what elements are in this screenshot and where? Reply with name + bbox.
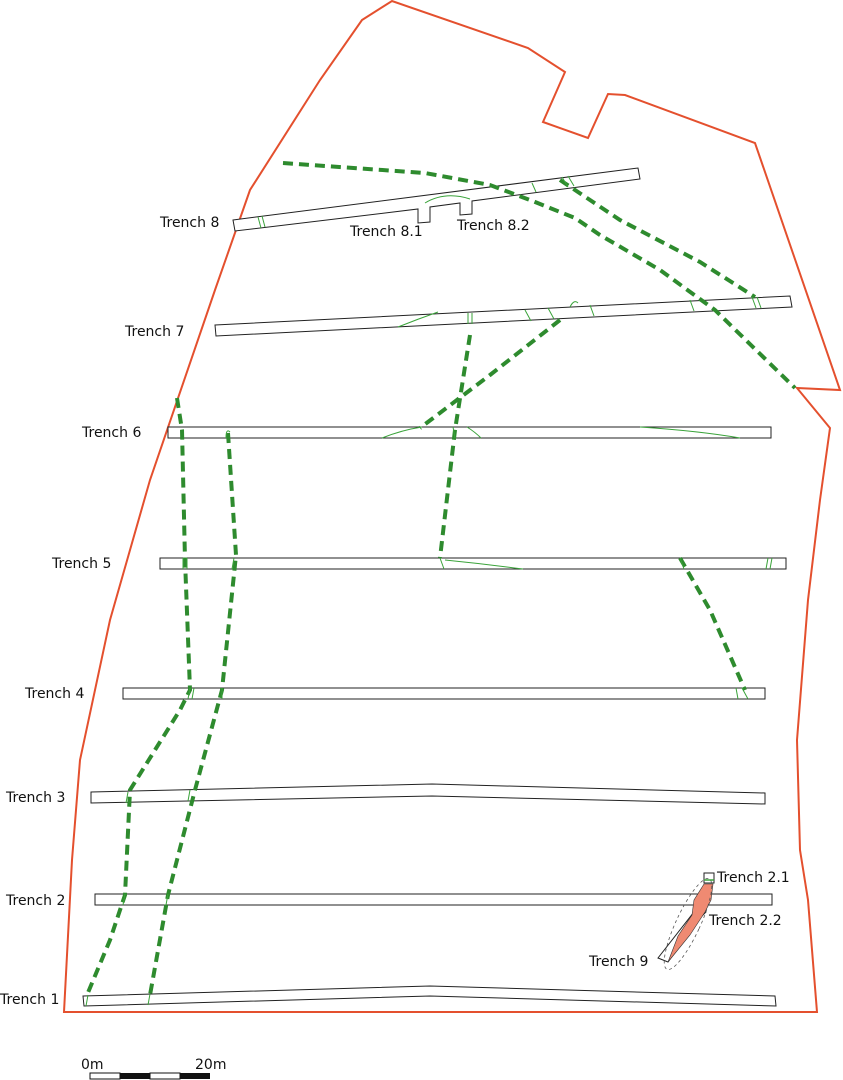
scale-bar: 0m 20m bbox=[81, 1057, 226, 1080]
trench-7 bbox=[214, 295, 793, 337]
label-trench-2-1: Trench 2.1 bbox=[716, 870, 790, 886]
trench-8 bbox=[232, 167, 641, 232]
label-trench-2-2: Trench 2.2 bbox=[708, 913, 782, 929]
label-trench-5: Trench 5 bbox=[51, 556, 111, 572]
scale-start: 0m bbox=[81, 1057, 104, 1073]
label-trench-2: Trench 2 bbox=[5, 893, 65, 909]
trench-6 bbox=[167, 426, 772, 439]
label-trench-8-1: Trench 8.1 bbox=[349, 224, 423, 240]
trench-1 bbox=[82, 985, 777, 1007]
label-trench-4: Trench 4 bbox=[24, 686, 84, 702]
trench-2-1 bbox=[703, 872, 715, 884]
ditch-sections bbox=[85, 175, 773, 1007]
label-trench-8: Trench 8 bbox=[159, 215, 219, 231]
site-boundary bbox=[62, 0, 842, 1013]
label-trench-7: Trench 7 bbox=[124, 324, 184, 340]
label-trench-8-2: Trench 8.2 bbox=[456, 218, 530, 234]
label-trench-1: Trench 1 bbox=[0, 992, 59, 1008]
trench-9-feature bbox=[667, 883, 714, 963]
trench-2 bbox=[94, 893, 773, 906]
trench-5 bbox=[159, 557, 787, 570]
trench-4 bbox=[122, 687, 766, 700]
label-trench-3: Trench 3 bbox=[5, 790, 65, 806]
trench-9-outline bbox=[663, 878, 713, 970]
label-trench-6: Trench 6 bbox=[81, 425, 141, 441]
scale-end: 20m bbox=[195, 1057, 226, 1073]
label-trench-9: Trench 9 bbox=[588, 954, 648, 970]
trench-3 bbox=[90, 783, 766, 805]
ditch-lines bbox=[85, 161, 797, 996]
